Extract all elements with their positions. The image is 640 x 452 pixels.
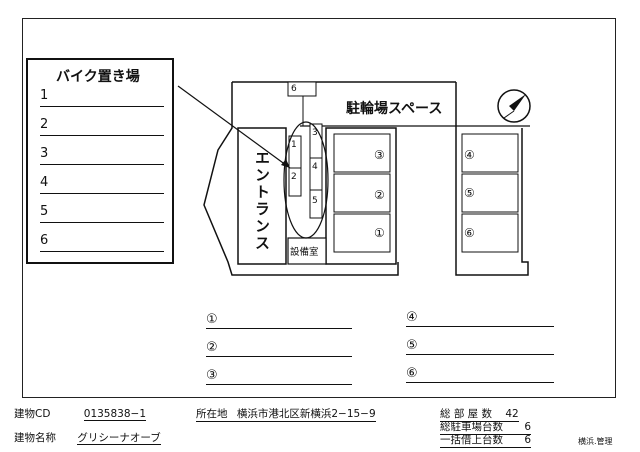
bike-slot-number: 2 xyxy=(291,172,297,182)
car-slot-number: ③ xyxy=(374,148,385,162)
parking-space-line: ③ xyxy=(206,368,352,385)
bike-parking-box: バイク置き場 1 2 3 4 5 6 xyxy=(26,58,174,264)
bike-slot-rect xyxy=(288,167,302,197)
building-cd-value: 0135838−1 xyxy=(83,408,147,421)
building-name-label: 建物名称 xyxy=(14,432,56,444)
entrance-label: エントランス xyxy=(253,150,271,252)
drawing-frame xyxy=(22,18,616,398)
bike-slot-line: 5 xyxy=(40,204,164,223)
bike-slot-number: 5 xyxy=(312,196,318,206)
car-slot-number: ② xyxy=(374,188,385,202)
bike-slot-number: 3 xyxy=(312,128,318,138)
equipment-room-label: 設備室 xyxy=(290,247,319,258)
bulk-lease-value: 6 xyxy=(524,434,532,446)
right-parking-block xyxy=(455,128,529,276)
parking-space-line: ② xyxy=(206,340,352,357)
entrance-block xyxy=(237,127,287,265)
bike-slot-rect xyxy=(287,81,317,97)
bike-slot-line: 3 xyxy=(40,146,164,165)
total-bicycles-row: 総駐車場台数 6 xyxy=(440,419,532,435)
car-slot-number: ① xyxy=(374,226,385,240)
parking-space-line: ⑥ xyxy=(406,366,554,383)
location-value: 横浜市港北区新横浜2−15−9 xyxy=(236,408,376,420)
building-name-row: 建物名称 グリシーナオーブ xyxy=(14,430,161,445)
bike-parking-title: バイク置き場 xyxy=(56,69,140,85)
bike-slot-number: 6 xyxy=(291,84,297,94)
location-row: 所在地 横浜市港北区新横浜2−15−9 xyxy=(196,406,376,422)
left-parking-block xyxy=(325,127,397,265)
bike-slot-number: 1 xyxy=(291,140,297,150)
total-bicycles-label: 総駐車場台数 xyxy=(440,421,503,433)
bike-slot-line: 6 xyxy=(40,233,164,252)
parking-space-line: ⑤ xyxy=(406,338,554,355)
stamp-text: 横浜.管理 xyxy=(578,437,613,446)
total-rooms-label: 総 部 屋 数 xyxy=(440,408,493,420)
bulk-lease-label: 一括借上台数 xyxy=(440,434,503,446)
parking-space-line: ① xyxy=(206,312,352,329)
bike-slot-line: 2 xyxy=(40,117,164,136)
bike-slot-number: 4 xyxy=(312,162,318,172)
bike-slot-line: 4 xyxy=(40,175,164,194)
building-name-value: グリシーナオーブ xyxy=(77,432,161,445)
location-label: 所在地 xyxy=(196,408,228,420)
pointer-arrow xyxy=(177,85,291,169)
building-outline xyxy=(203,82,399,276)
bulk-lease-row: 一括借上台数 6 xyxy=(440,432,532,448)
bicycle-space-label: 駐輪場スペース xyxy=(346,101,443,117)
bike-slot-rect xyxy=(309,189,323,219)
car-slot-number: ⑥ xyxy=(464,226,475,240)
equipment-room xyxy=(287,237,327,265)
total-bicycles-value: 6 xyxy=(524,421,532,433)
total-rooms-value: 42 xyxy=(505,408,519,420)
building-cd-row: 建物CD 0135838−1 xyxy=(14,406,147,421)
bike-area-ellipse xyxy=(283,121,329,239)
building-cd-label: 建物CD xyxy=(14,408,51,420)
total-rooms-row: 総 部 屋 数 42 xyxy=(440,406,519,422)
car-slot-number: ④ xyxy=(464,148,475,162)
car-slot-number: ⑤ xyxy=(464,186,475,200)
bike-slot-line: 1 xyxy=(40,88,164,107)
parking-space-line: ④ xyxy=(406,310,554,327)
